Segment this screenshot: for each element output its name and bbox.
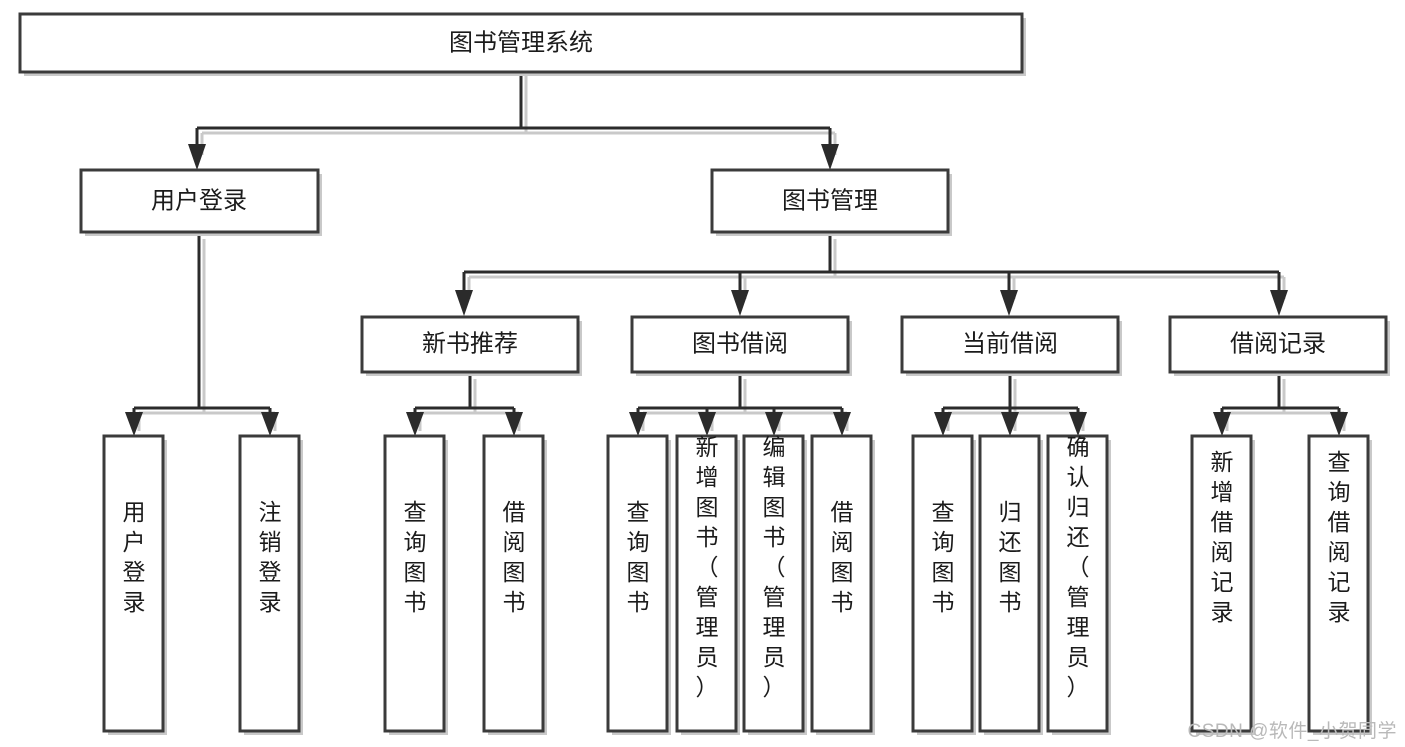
arrow-to-leaf (833, 412, 851, 436)
arrow-to-leaf (406, 412, 424, 436)
leaf-label: 用户登录 (123, 499, 146, 615)
edge-borrow-to-leaves (636, 374, 844, 426)
arrow-to-leaf (261, 412, 279, 436)
node-book-borrow-label: 图书借阅 (692, 330, 788, 357)
node-current-borrow[interactable]: 当前借阅 (900, 315, 1122, 376)
arrow-to-leaf (125, 412, 143, 436)
arrow-to-leaf (1213, 412, 1231, 436)
connector-layer (132, 71, 1346, 431)
leaf-label: 编辑图书（管理员） (763, 434, 786, 700)
leaf-node[interactable]: 借阅图书 (482, 434, 547, 735)
node-book-management-label: 图书管理 (782, 187, 878, 214)
arrowhead-layer (125, 144, 1348, 436)
node-book-borrow[interactable]: 图书借阅 (630, 315, 852, 376)
arrow-to-records (1270, 290, 1288, 316)
leaf-node[interactable]: 借阅图书 (810, 434, 875, 735)
leaf-node[interactable]: 查询图书 (911, 434, 976, 735)
edge-records-to-leaves (1220, 374, 1341, 426)
node-new-book-recommend-label: 新书推荐 (422, 330, 518, 357)
leaf-node[interactable]: 新增图书（管理员） (675, 434, 740, 735)
leaf-label: 查询借阅记录 (1328, 449, 1351, 625)
edge-root-to-level2 (195, 71, 832, 150)
edge-bookmgmt-to-level3 (462, 234, 1281, 294)
arrow-to-leaf (934, 412, 952, 436)
leaf-label: 注销登录 (259, 499, 282, 615)
leaf-label: 归还图书 (999, 499, 1022, 615)
leaf-node[interactable]: 确认归还（管理员） (1046, 434, 1111, 735)
leaf-label: 确认归还（管理员） (1067, 434, 1090, 700)
leaf-node[interactable]: 查询借阅记录 (1307, 434, 1372, 735)
leaf-node[interactable]: 查询图书 (383, 434, 448, 735)
arrow-to-userlogin (188, 144, 206, 170)
arrow-to-bookmgmt (821, 144, 839, 170)
node-new-book-recommend[interactable]: 新书推荐 (360, 315, 582, 376)
arrow-to-leaf (629, 412, 647, 436)
arrow-to-leaf (765, 412, 783, 436)
arrow-to-leaf (505, 412, 523, 436)
leaf-label: 查询图书 (404, 499, 427, 615)
node-current-borrow-label: 当前借阅 (962, 330, 1058, 357)
leaf-label: 新增图书（管理员） (696, 434, 719, 700)
leaf-label: 借阅图书 (503, 499, 526, 615)
leaf-label: 查询图书 (627, 499, 650, 615)
leaf-label: 借阅图书 (831, 499, 854, 615)
leaf-node[interactable]: 编辑图书（管理员） (742, 434, 807, 735)
node-borrow-records[interactable]: 借阅记录 (1168, 315, 1390, 376)
node-user-login[interactable]: 用户登录 (79, 168, 322, 236)
arrow-to-current (1000, 290, 1018, 316)
arrow-to-leaf (1330, 412, 1348, 436)
leaf-node[interactable]: 新增借阅记录 (1190, 434, 1255, 735)
node-user-login-label: 用户登录 (151, 187, 247, 214)
edge-userlogin-to-leaves (132, 234, 272, 426)
node-root-label: 图书管理系统 (449, 29, 593, 56)
edge-newbook-to-leaves (413, 374, 516, 426)
node-borrow-records-label: 借阅记录 (1230, 330, 1326, 357)
arrow-to-leaf (1069, 412, 1087, 436)
leaf-node[interactable]: 用户登录 (102, 434, 167, 735)
leaf-label: 查询图书 (932, 499, 955, 615)
arrow-to-newbook (455, 290, 473, 316)
leaf-node[interactable]: 归还图书 (978, 434, 1043, 735)
arrow-to-leaf (698, 412, 716, 436)
node-root[interactable]: 图书管理系统 (18, 12, 1026, 76)
leaf-node[interactable]: 注销登录 (238, 434, 303, 735)
node-book-management[interactable]: 图书管理 (710, 168, 952, 236)
arrow-to-borrow (731, 290, 749, 316)
arrow-to-leaf (1001, 412, 1019, 436)
leaf-label: 新增借阅记录 (1211, 449, 1234, 625)
leaf-node[interactable]: 查询图书 (606, 434, 671, 735)
